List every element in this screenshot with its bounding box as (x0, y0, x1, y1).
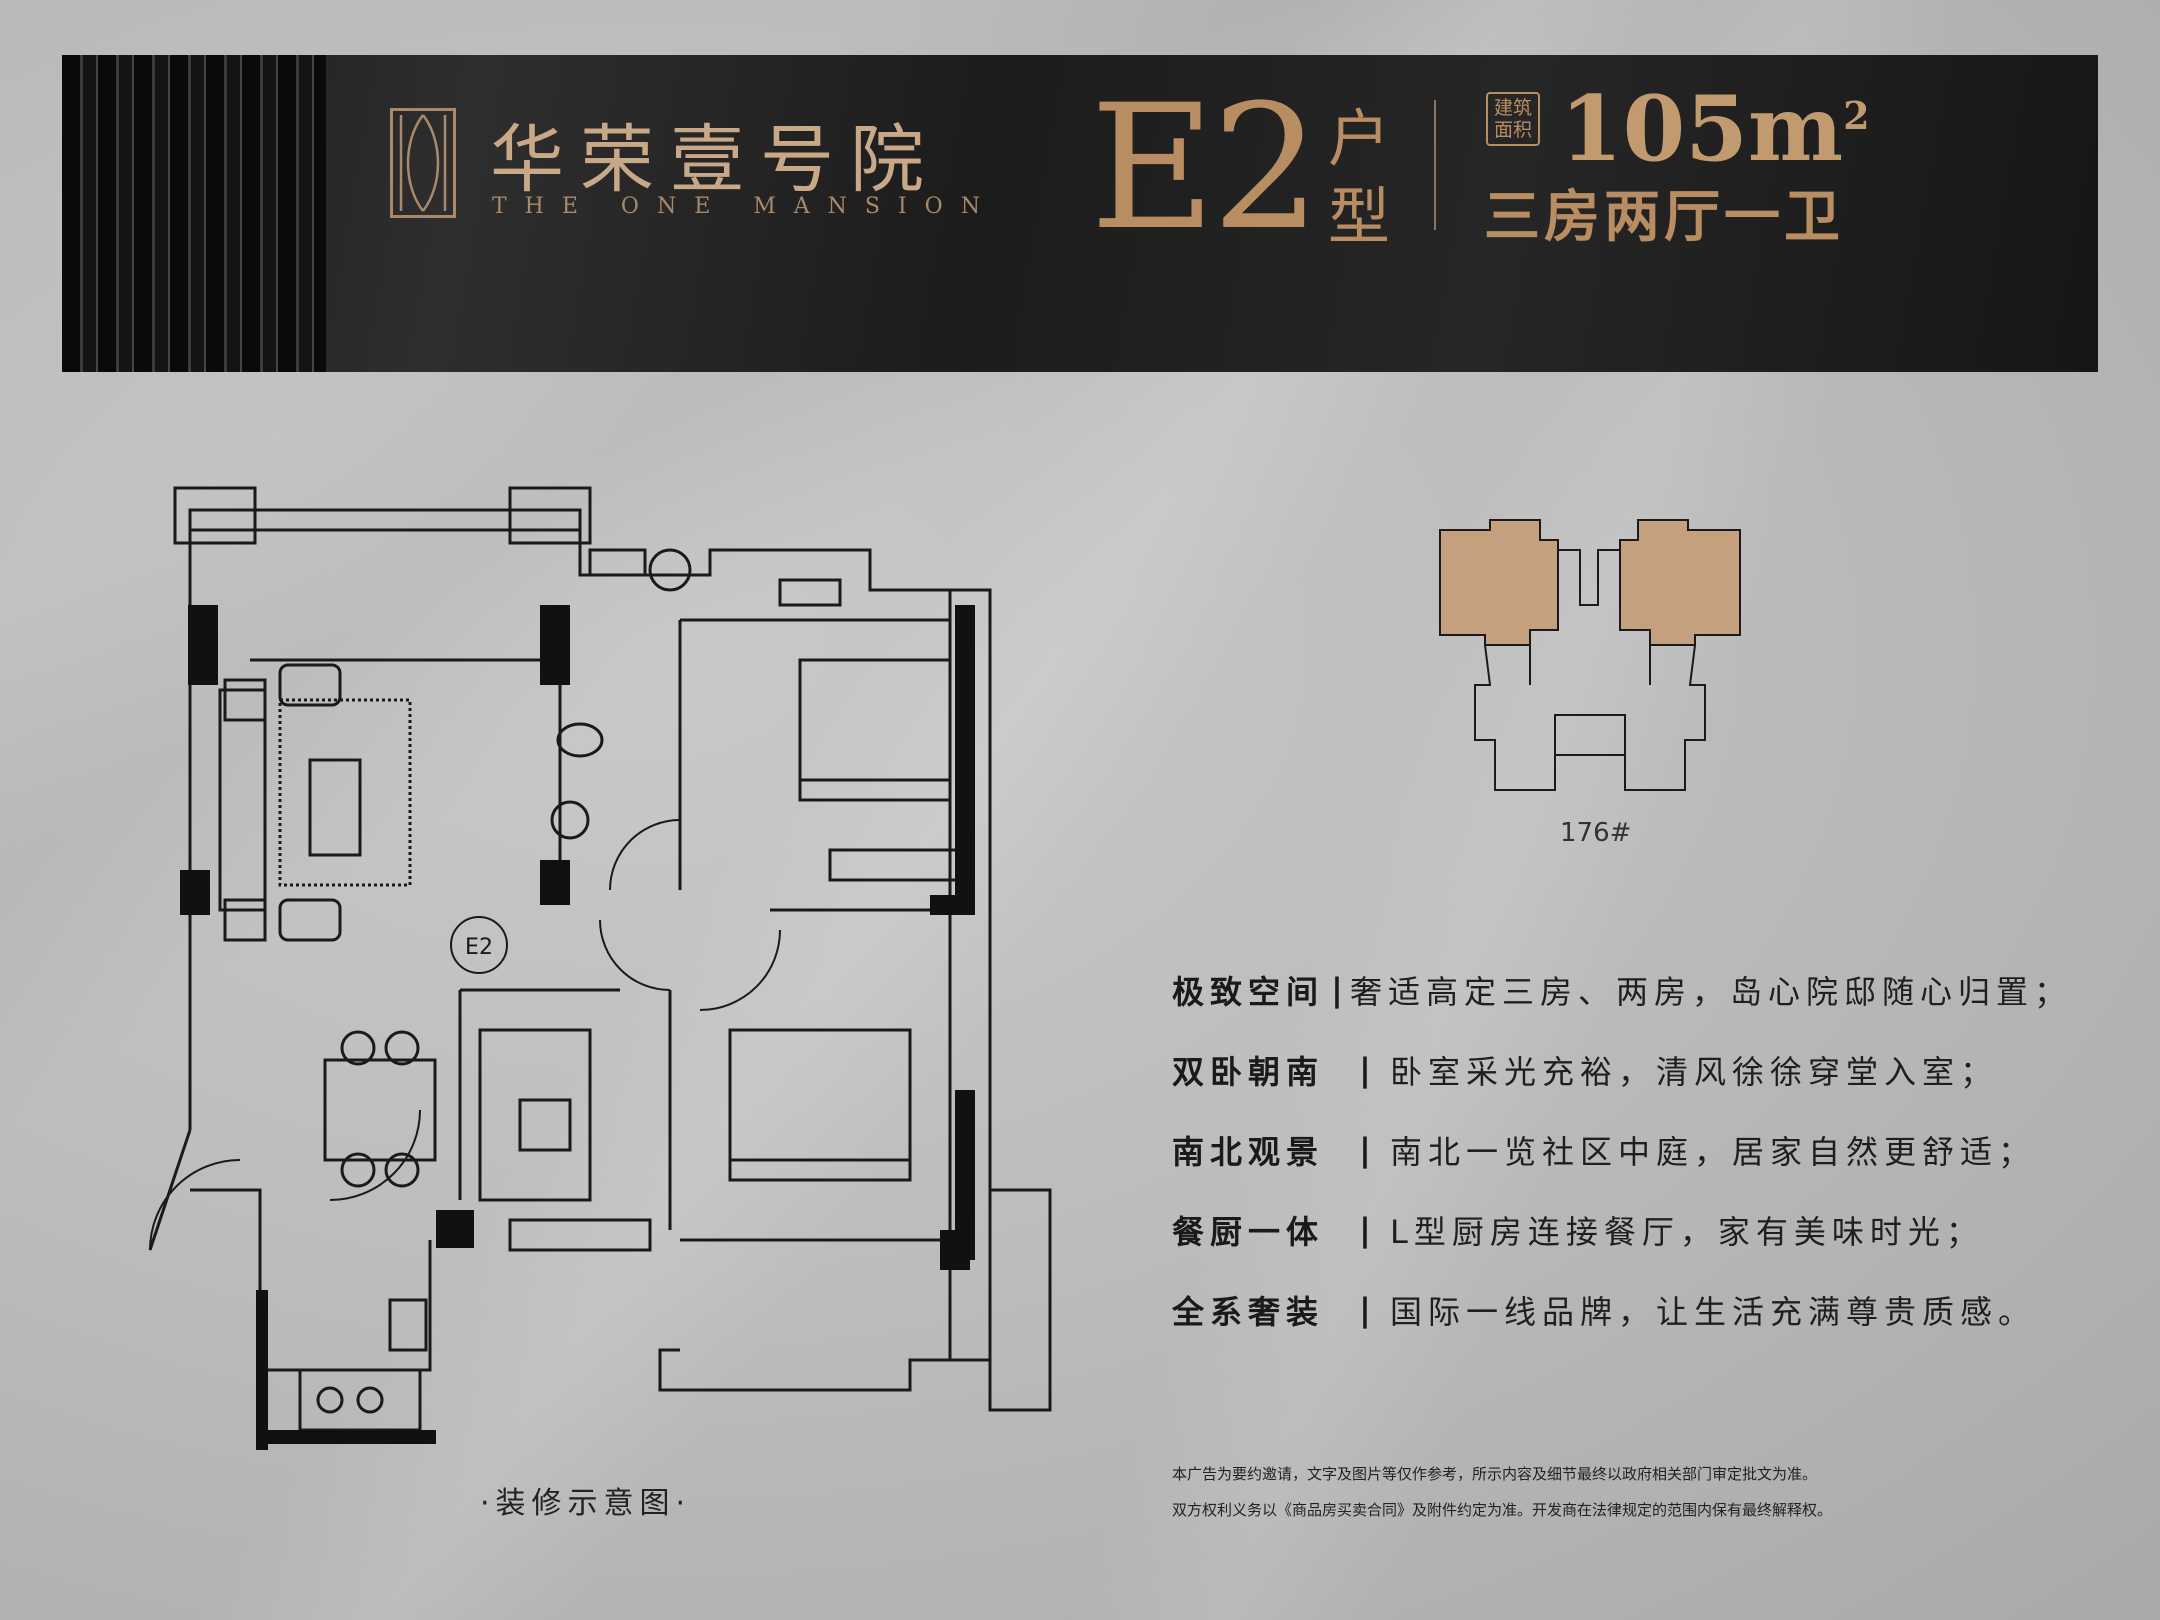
feature-separator: | (1359, 1211, 1371, 1249)
feature-title: 双卧朝南 (1172, 1053, 1325, 1091)
building-number: 176# (1560, 818, 1632, 848)
decorative-stripes (62, 55, 326, 372)
feature-item: 南北观景 | 南北一览社区中庭，居家自然更舒适； (1172, 1110, 2072, 1190)
floor-plan-drawing: E2 (130, 470, 1070, 1450)
feature-item: 餐厨一体 | L型厨房连接餐厅，家有美味时光； (1172, 1190, 2072, 1270)
brand-logo-icon (390, 108, 456, 218)
area-tag-line1: 建筑 (1493, 97, 1532, 119)
feature-title: 餐厨一体 (1172, 1213, 1325, 1251)
unit-type-word: 户 型 (1328, 100, 1398, 256)
floor-area-unit: 2 (1843, 93, 1870, 138)
feature-title: 极致空间 (1172, 973, 1325, 1011)
feature-description: 奢适高定三房、两房，岛心院邸随心归置； (1349, 973, 2072, 1011)
unit-type-code: E2 (1090, 67, 1321, 268)
area-tag-line2: 面积 (1493, 119, 1532, 141)
feature-title: 南北观景 (1172, 1133, 1325, 1171)
key-plan-svg (1439, 519, 1741, 791)
unit-word-xing: 型 (1328, 180, 1391, 253)
unit-word-hu: 户 (1328, 102, 1391, 175)
floor-area-number: 105m (1560, 76, 1844, 182)
feature-item: 双卧朝南 | 卧室采光充裕，清风徐徐穿堂入室； (1172, 1030, 2072, 1110)
feature-description: 南北一览社区中庭，居家自然更舒适； (1390, 1133, 2037, 1171)
feature-separator: | (1359, 1291, 1371, 1329)
feature-separator: | (1331, 971, 1343, 1009)
area-label-badge: 建筑 面积 (1486, 92, 1540, 146)
feature-title: 全系奢装 (1172, 1293, 1325, 1331)
feature-item: 全系奢装 | 国际一线品牌，让生活充满尊贵质感。 (1172, 1270, 2072, 1350)
feature-separator: | (1359, 1131, 1371, 1169)
feature-list: 极致空间 | 奢适高定三房、两房，岛心院邸随心归置； 双卧朝南 | 卧室采光充裕… (1172, 950, 2072, 1350)
feature-item: 极致空间 | 奢适高定三房、两房，岛心院邸随心归置； (1172, 950, 2072, 1030)
legal-disclaimer: 本广告为要约邀请，文字及图片等仅作参考，所示内容及细节最终以政府相关部门审定批文… (1172, 1456, 2072, 1528)
brand-name: 华荣壹号院 (490, 117, 940, 203)
feature-description: 卧室采光充裕，清风徐徐穿堂入室； (1390, 1053, 1999, 1091)
room-tag-label: E2 (465, 935, 493, 960)
disclaimer-line: 本广告为要约邀请，文字及图片等仅作参考，所示内容及细节最终以政府相关部门审定批文… (1172, 1465, 1818, 1483)
highlighted-units (1439, 519, 1741, 646)
brand-name-english: THE ONE MANSION (492, 194, 998, 219)
header-banner (62, 55, 2098, 372)
header-divider (1434, 100, 1436, 230)
feature-description: 国际一线品牌，让生活充满尊贵质感。 (1390, 1293, 2037, 1331)
floor-plan-svg: E2 (148, 486, 1052, 1450)
room-layout: 三房两厅一卫 (1484, 184, 1844, 250)
plan-caption: ·装修示意图· (480, 1486, 692, 1521)
disclaimer-line: 双方权利义务以《商品房买卖合同》及附件约定为准。开发商在法律规定的范围内保有最终… (1172, 1501, 1833, 1519)
room-tag-circle (450, 916, 508, 974)
floor-area: 105m2 (1560, 76, 1870, 182)
feature-separator: | (1359, 1051, 1371, 1089)
feature-description: L型厨房连接餐厅，家有美味时光； (1390, 1213, 1984, 1251)
building-key-plan (1430, 510, 1750, 820)
